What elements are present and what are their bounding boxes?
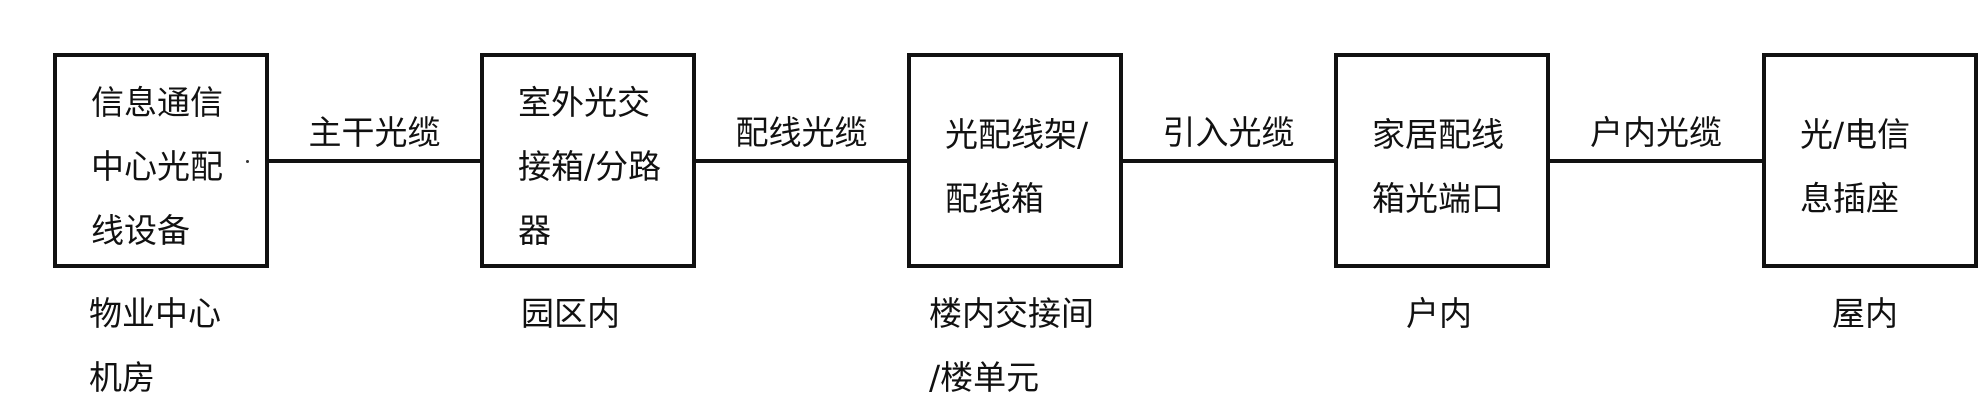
connector-line xyxy=(269,159,480,163)
location-label: 园区内 xyxy=(521,294,620,333)
connector-line xyxy=(1550,159,1762,163)
node-distribution-frame: 光配线架/ 配线箱 xyxy=(907,53,1123,268)
node-label: 家居配线 箱光端口 xyxy=(1372,115,1504,218)
location-label: 屋内 xyxy=(1832,294,1898,333)
connector-line xyxy=(1123,159,1334,163)
link-label-backbone: 主干光缆 xyxy=(308,113,441,152)
node-outdoor-cross-box: 室外光交 接箱/分路 器 xyxy=(480,53,696,268)
node-label: 信息通信 中心光配 线设备 xyxy=(91,83,223,250)
link-label-indoor: 户内光缆 xyxy=(1590,113,1722,152)
link-label-drop: 引入光缆 xyxy=(1162,113,1295,152)
node-label: 光配线架/ 配线箱 xyxy=(945,115,1089,218)
node-info-socket: 光/电信 息插座 xyxy=(1762,53,1978,268)
node-label: 光/电信 息插座 xyxy=(1800,115,1911,218)
location-label: 物业中心 机房 xyxy=(89,294,221,397)
location-label: 楼内交接间 /楼单元 xyxy=(929,294,1094,397)
node-home-distribution-box: 家居配线 箱光端口 xyxy=(1334,53,1550,268)
link-label-distribution: 配线光缆 xyxy=(735,113,868,152)
dot-mark xyxy=(246,160,249,163)
node-fiber-distribution-equipment: 信息通信 中心光配 线设备 xyxy=(53,53,269,268)
connector-line xyxy=(696,159,907,163)
node-label: 室外光交 接箱/分路 器 xyxy=(518,83,662,250)
location-label: 户内 xyxy=(1406,294,1472,333)
